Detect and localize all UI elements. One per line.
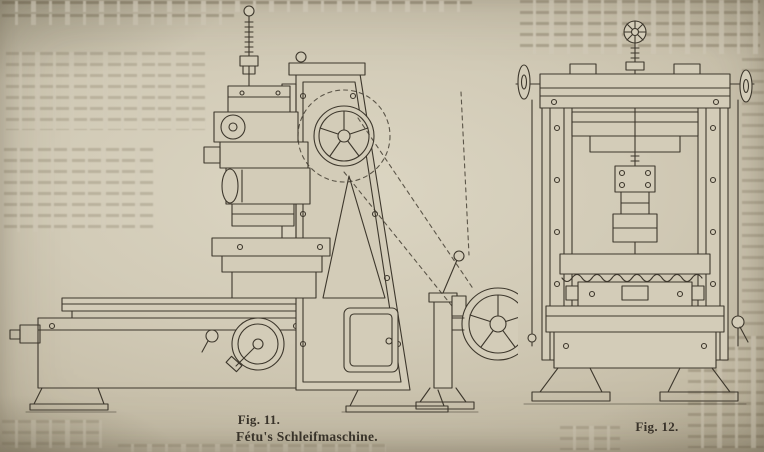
belt-dashed-lines bbox=[297, 89, 475, 307]
faded-text-line bbox=[118, 444, 386, 452]
left-handwheel bbox=[517, 64, 531, 100]
knee-and-slide bbox=[211, 237, 331, 299]
access-door bbox=[343, 307, 399, 373]
spoked-handwheel bbox=[451, 287, 518, 361]
right-handwheel bbox=[739, 69, 753, 103]
fig11-caption: Fig. 11. bbox=[237, 412, 281, 427]
machine-table bbox=[559, 253, 711, 307]
top-beam bbox=[515, 63, 755, 109]
fig11-drawing bbox=[9, 5, 518, 413]
cross-slide bbox=[571, 107, 699, 215]
wheel-stand bbox=[415, 250, 475, 410]
vertical-feed-screw bbox=[239, 5, 259, 89]
faded-text-block bbox=[2, 420, 102, 448]
fig12-drawing bbox=[515, 20, 755, 405]
top-feed-screw bbox=[623, 20, 647, 79]
figure-caption: Fétu's Schleifmaschine. bbox=[236, 429, 378, 444]
grinding-wheel bbox=[612, 213, 658, 255]
faded-text-block bbox=[560, 426, 620, 450]
side-rods bbox=[527, 99, 749, 347]
grinding-head bbox=[203, 83, 311, 243]
machine-base bbox=[523, 305, 747, 405]
pulley-wheel bbox=[313, 105, 375, 167]
crank-handwheel bbox=[201, 317, 285, 373]
fig12-caption: Fig. 12. bbox=[635, 419, 679, 434]
